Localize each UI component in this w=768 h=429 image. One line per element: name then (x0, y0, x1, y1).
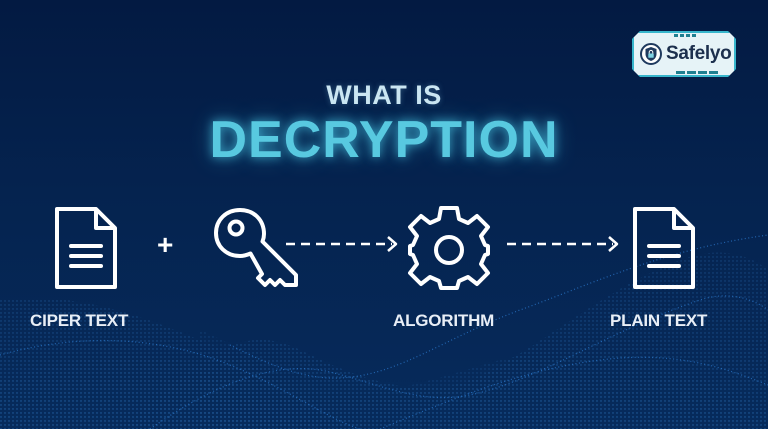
logo-top-decoration (674, 34, 696, 37)
dashed-arrow-icon (507, 236, 619, 252)
step-label-plain-text: PLAIN TEXT (610, 311, 708, 330)
step-label-algorithm: ALGORITHM (393, 311, 495, 330)
brand-name: Safelyo (666, 43, 732, 64)
key-icon (214, 208, 298, 287)
logo-bottom-decoration (676, 71, 718, 74)
title-what-is: WHAT IS (326, 80, 442, 110)
step-label-cipher-text: CIPER TEXT (30, 311, 129, 330)
dashed-arrow-icon (286, 236, 398, 252)
title-decryption: DECRYPTION (209, 111, 559, 169)
gear-icon (408, 206, 490, 290)
document-icon (633, 207, 695, 289)
plus-operator: + (157, 229, 174, 260)
brand-logo: Safelyo (632, 31, 736, 77)
shield-lock-icon (640, 43, 662, 65)
document-icon (55, 207, 117, 289)
